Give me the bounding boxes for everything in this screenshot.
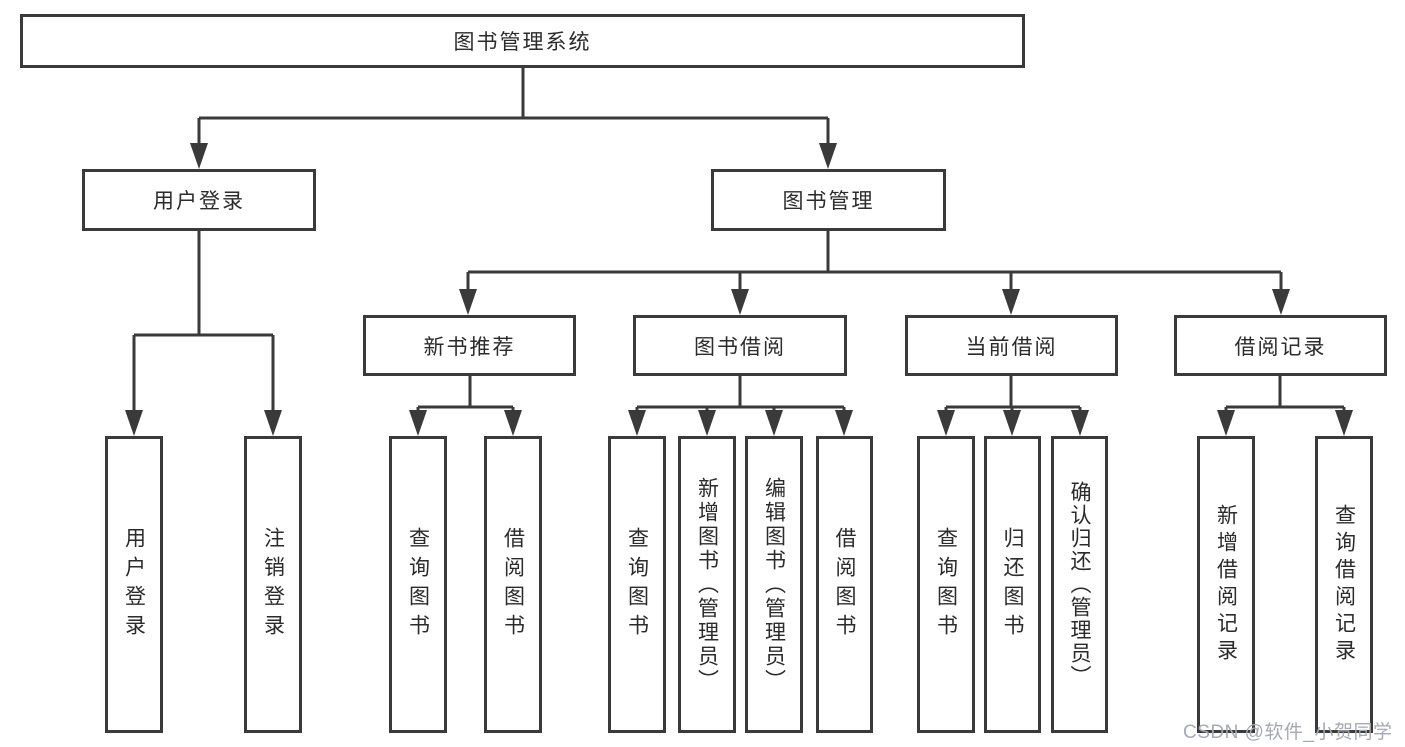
- leaf-edit-books-admin: 编辑图书（管理员）: [745, 436, 803, 733]
- csdn-watermark: CSDN @软件_小贺同学: [1183, 722, 1393, 743]
- node-new-book-recommend: 新书推荐: [363, 315, 576, 376]
- node-root: 图书管理系统: [20, 14, 1025, 68]
- node-book-borrowing: 图书借阅: [633, 315, 847, 376]
- leaf-query-books-recommend: 查询图书: [389, 436, 447, 733]
- leaf-return-books: 归还图书: [984, 436, 1041, 733]
- leaf-borrow-books-recommend: 借阅图书: [484, 436, 542, 733]
- leaf-logout: 注销登录: [244, 436, 302, 733]
- leaf-query-books-borrowing: 查询图书: [608, 436, 666, 733]
- leaf-borrow-books-borrowing: 借阅图书: [816, 436, 873, 733]
- node-book-management: 图书管理: [711, 169, 946, 231]
- node-borrowing-records: 借阅记录: [1174, 315, 1387, 376]
- leaf-add-books-admin: 新增图书（管理员）: [678, 436, 736, 733]
- leaf-query-books-current: 查询图书: [917, 436, 975, 733]
- leaf-add-borrow-record: 新增借阅记录: [1197, 436, 1255, 733]
- leaf-confirm-return-admin: 确认归还（管理员）: [1051, 436, 1108, 733]
- leaf-user-login: 用户登录: [105, 436, 163, 733]
- leaf-query-borrow-record: 查询借阅记录: [1315, 436, 1373, 733]
- node-user-login: 用户登录: [82, 169, 316, 231]
- arrowheads: [125, 143, 1353, 436]
- node-current-borrowing: 当前借阅: [905, 315, 1118, 376]
